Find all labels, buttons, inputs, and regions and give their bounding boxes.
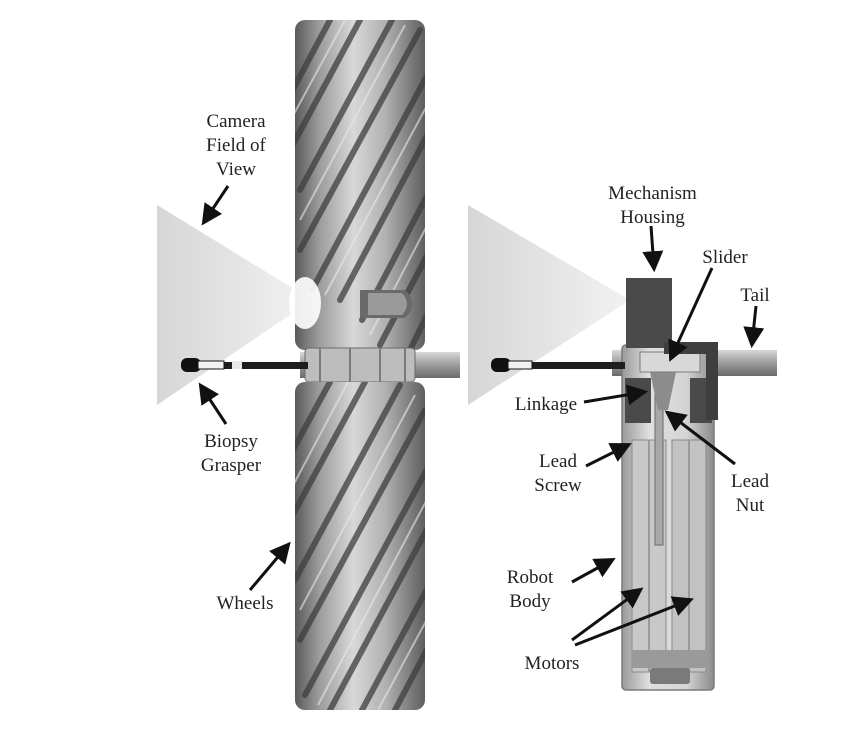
right-biopsy-grasper	[491, 358, 625, 372]
label-robot-body: Robot Body	[506, 567, 554, 612]
label-slider: Slider	[702, 247, 748, 268]
mechanism-housing	[626, 278, 718, 420]
arrow-motors-2	[574, 596, 694, 647]
label-wheels: Wheels	[216, 593, 274, 614]
label-lead-nut: Lead Nut	[731, 471, 769, 516]
arrow-robot-body	[571, 557, 616, 584]
arrow-camera	[201, 185, 230, 226]
arrow-biopsy	[198, 382, 228, 425]
arrow-lead-nut	[664, 410, 736, 466]
arrow-lead-screw	[585, 443, 632, 468]
label-biopsy-grasper: Biopsy Grasper	[200, 431, 262, 476]
top-wheel	[289, 20, 425, 350]
label-camera-field-of-view: Camera Field of View	[206, 111, 266, 180]
label-motors: Motors	[524, 653, 580, 674]
left-biopsy-grasper	[181, 358, 308, 372]
arrow-linkage	[583, 384, 649, 406]
left-camera-cone	[157, 205, 312, 405]
arrow-mechanism	[642, 225, 664, 273]
arrow-tail	[743, 305, 765, 349]
label-linkage: Linkage	[514, 394, 578, 415]
right-camera-cone	[468, 205, 630, 405]
label-lead-screw: Lead Screw	[534, 451, 582, 496]
arrow-slider	[668, 267, 714, 362]
robot-body	[621, 344, 715, 691]
label-mechanism-housing: Mechanism Housing	[608, 183, 697, 228]
arrow-wheels	[248, 541, 291, 591]
label-tail: Tail	[740, 285, 770, 306]
arrow-motors-1	[571, 587, 644, 642]
bottom-wheel	[295, 382, 425, 710]
left-center-hub	[300, 347, 460, 383]
